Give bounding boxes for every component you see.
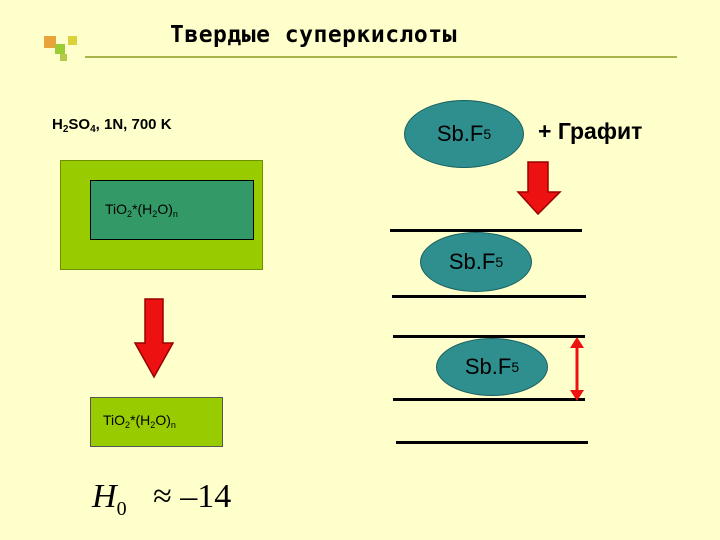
graphite-layer-4	[393, 398, 585, 401]
slide-title: Твердые суперкислоты	[170, 22, 457, 48]
logo-square-small	[60, 54, 67, 61]
logo-square-green	[55, 44, 65, 54]
graphite-layer-2	[392, 295, 586, 298]
down-arrow-left	[133, 298, 175, 379]
graphite-layer-3	[393, 335, 585, 338]
graphite-layer-5	[396, 441, 588, 444]
title-rule	[85, 56, 677, 58]
interlayer-distance-arrow	[570, 337, 584, 401]
down-arrow-right	[516, 161, 562, 216]
logo-square-yellow	[68, 36, 77, 45]
hammett-acidity: H0 ≈ –14	[92, 478, 232, 520]
oxide-box-top: TiO2*(H2O)n	[90, 180, 254, 240]
oxide-label-bottom: TiO2*(H2O)n	[103, 412, 176, 430]
graphite-label: + Графит	[538, 118, 643, 144]
logo-square-orange	[44, 36, 56, 48]
oxide-box-bottom: TiO2*(H2O)n	[90, 397, 223, 447]
graphite-layer-1	[390, 229, 582, 232]
oxide-label-top: TiO2*(H2O)n	[105, 201, 178, 219]
reagent-formula: H2SO4, 1N, 700 K	[52, 116, 172, 135]
